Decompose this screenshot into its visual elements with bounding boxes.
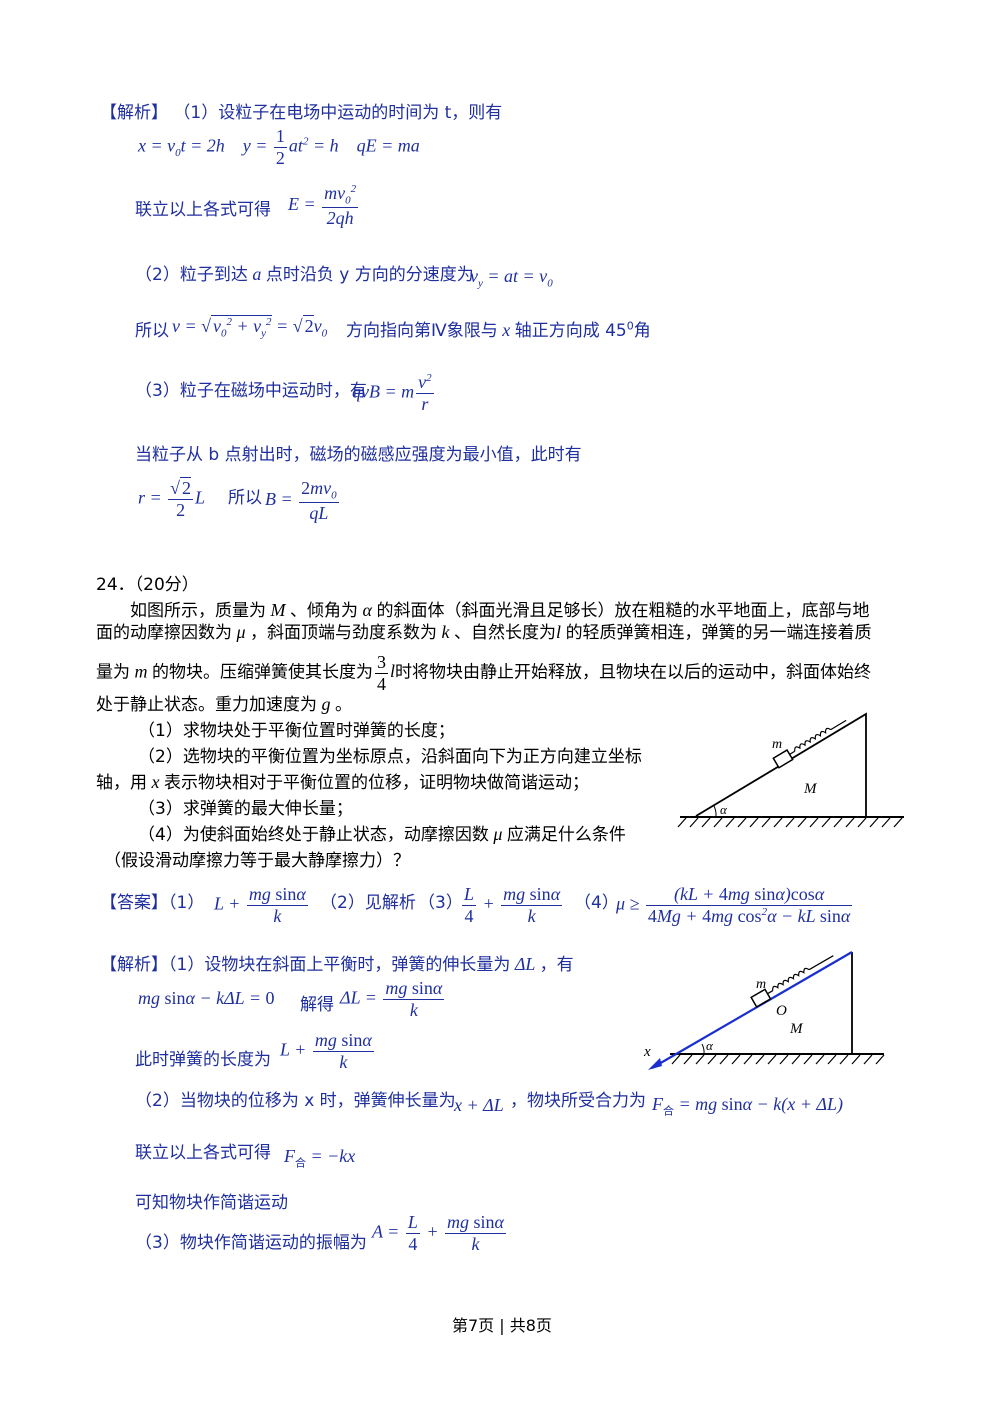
equation-x-deltaL: x + ΔL — [454, 1095, 504, 1115]
equation-v: v = √v02 + vy2 = √2v0 — [172, 315, 328, 340]
q-text: 如图所示，质量为 — [130, 601, 266, 621]
equation-net-force: F合 = mg sinα − k(x + ΔL) — [652, 1094, 843, 1118]
fig2-alpha-label: α — [706, 1038, 714, 1053]
so-text: 所以 — [135, 321, 169, 341]
fig2-M-label: M — [789, 1021, 804, 1037]
answer-part-3: （3） — [418, 893, 463, 913]
sol-text: （1）设物块在斜面上平衡时，弹簧的伸长量为 — [168, 955, 511, 975]
answer-part-4: （4） — [574, 893, 619, 913]
sub-question-1: （1）求物块处于平衡位置时弹簧的长度； — [138, 721, 455, 741]
sol-text: （2）当物块的位移为 x 时，弹簧伸长量为 — [135, 1091, 456, 1111]
sub-question-4b: （假设滑动摩擦力等于最大静摩擦力）？ — [104, 851, 410, 871]
q-text: 。 — [335, 695, 352, 715]
step-2-24: （2）当物块的位移为 x 时，弹簧伸长量为 — [135, 1086, 456, 1111]
step-1-text: （1）设粒子在电场中运动的时间为 t，则有 — [173, 103, 503, 123]
q-text: 处于静止状态。重力加速度为 — [96, 695, 317, 715]
sub-question-2: （2）选物块的平衡位置为坐标原点，沿斜面向下为正方向建立坐标 — [138, 747, 642, 767]
fig2-m-label: m — [756, 977, 766, 992]
analysis-section-1: 【解析】 （1）设粒子在电场中运动的时间为 t，则有 — [100, 98, 502, 123]
incline-figure-2: m O M α x — [643, 951, 885, 1070]
q-text: 面的动摩擦因数为 — [96, 623, 232, 643]
question-line-1: 如图所示，质量为 M 、倾角为 α 的斜面体（斜面光滑且足够长）放在粗糙的水平地… — [130, 600, 870, 621]
answer-part-1: （1） — [168, 893, 205, 913]
solution-24-line-1: 【解析】（1）设物块在斜面上平衡时，弹簧的伸长量为 ΔL ，有 — [100, 954, 574, 975]
q-text: 时将物块由静止开始释放，且物块在以后的运动中，斜面体始终 — [395, 662, 872, 683]
question-line-4: 处于静止状态。重力加速度为 g 。 — [96, 694, 352, 715]
q-text: 的斜面体（斜面光滑且足够长）放在粗糙的水平地面上，底部与地 — [376, 601, 870, 621]
sub-question-2b: 轴，用 x 表示物块相对于平衡位置的位移，证明物块做简谐运动； — [96, 772, 589, 793]
equation-balance: mg sinα − kΔL = 0 — [138, 988, 275, 1008]
answer-part-2: （2）见解析 — [320, 893, 416, 913]
net-force-text: ，物块所受合力为 — [510, 1091, 646, 1111]
direction-part-3: 角 — [633, 321, 651, 341]
step-2-line: （2）粒子到达 a 点时沿负 y 方向的分速度为 — [135, 264, 474, 285]
fig1-m-label: m — [772, 737, 782, 752]
step-2-text: （2）粒子到达 — [135, 265, 248, 285]
degree-sup: 0 — [626, 319, 634, 333]
q-text: 表示物块相对于平衡位置的位移，证明物块做简谐运动； — [164, 773, 589, 793]
q-text: 、自然长度为 — [454, 623, 557, 643]
fig1-alpha-label: α — [720, 802, 728, 817]
q-text: 的轻质弹簧相连，弹簧的另一端连接着质 — [565, 623, 872, 643]
direction-part-2: 轴正方向成 45 — [514, 321, 627, 341]
question-24-header: 24．（20分） — [96, 575, 199, 595]
sub-question-3: （3）求弹簧的最大伸长量； — [138, 799, 353, 819]
equation-F-kx: F合 = −kx — [284, 1146, 356, 1170]
equation-vy: vy = at = v0 — [470, 266, 553, 290]
incline-figure-1: m M α — [677, 712, 904, 828]
analysis-label: 【解析】 — [100, 103, 168, 123]
q-text: 轴，用 — [96, 773, 147, 793]
sub-question-4: （4）为使斜面始终处于静止状态，动摩擦因数 μ 应满足什么条件 — [138, 824, 626, 845]
step-3-text: （3）粒子在磁场中运动时，有 — [135, 381, 367, 401]
q-text: 的物块。压缩弹簧使其长度为 — [152, 662, 373, 683]
fig2-O-label: O — [776, 1003, 787, 1019]
shm-text: 可知物块作简谐运动 — [135, 1193, 288, 1213]
combine-text: 联立以上各式可得 — [135, 200, 271, 220]
fig1-M-label: M — [803, 781, 818, 797]
answer-label-block: 【答案】（1） — [100, 888, 204, 913]
step-2-text-b: 点时沿负 y 方向的分速度为 — [265, 265, 474, 285]
analysis-label-2: 【解析】 — [100, 955, 168, 975]
fig2-x-label: x — [643, 1044, 651, 1060]
q-text: 应满足什么条件 — [506, 825, 626, 845]
solve-text: 解得 — [300, 995, 334, 1015]
direction-text: 方向指向第Ⅳ象限与 x 轴正方向成 450角 — [346, 319, 651, 341]
so-text-2: 所以 — [228, 488, 262, 508]
q-text: ，斜面顶端与劲度系数为 — [250, 623, 438, 643]
question-line-2: 面的动摩擦因数为 μ ，斜面顶端与劲度系数为 k 、自然长度为l 的轻质弹簧相连… — [96, 622, 872, 643]
combine-text-2: 联立以上各式可得 — [135, 1143, 271, 1163]
q-text: （4）为使斜面始终处于静止状态，动摩擦因数 — [138, 825, 489, 845]
step-4-text: 当粒子从 b 点射出时，磁场的磁感应强度为最小值，此时有 — [135, 445, 582, 465]
amplitude-text: （3）物块作简谐运动的振幅为 — [135, 1233, 367, 1253]
q-text: 、倾角为 — [290, 601, 358, 621]
step-2b-line: 所以 — [135, 316, 169, 341]
sol-text: ，有 — [539, 955, 574, 975]
page-footer: 第7页 | 共8页 — [452, 1316, 552, 1335]
direction-part-1: 方向指向第Ⅳ象限与 — [346, 321, 498, 341]
answer-label: 【答案】 — [100, 893, 168, 913]
spring-length-text: 此时弹簧的长度为 — [135, 1050, 271, 1070]
q-text: 量为 — [96, 662, 130, 683]
